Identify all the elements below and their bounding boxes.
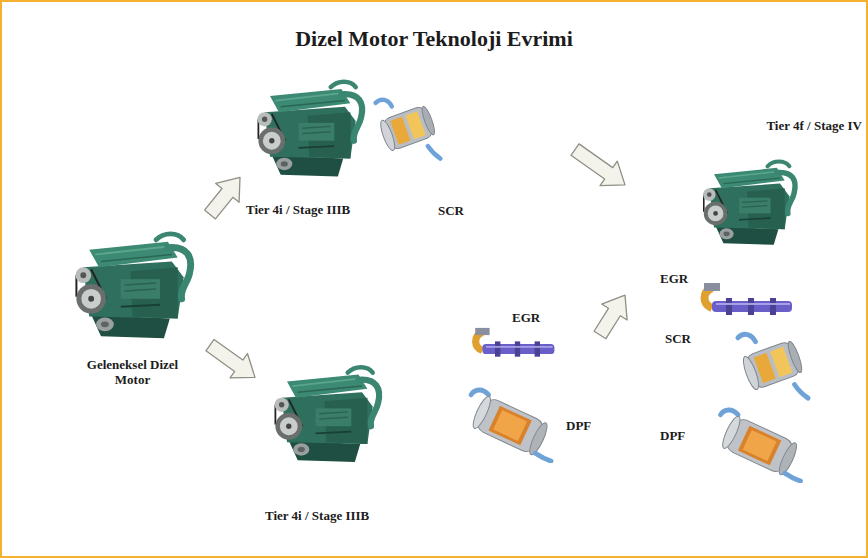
engine-picture: [703, 162, 795, 245]
block-arrow: [594, 295, 627, 339]
engine-picture: [275, 367, 380, 462]
dpf-picture: [470, 390, 551, 461]
diagram-title: Dizel Motor Teknoloji Evrimi: [0, 26, 868, 52]
block-arrow: [571, 144, 625, 186]
stage-group: Geleneksel Dizel Motor: [55, 195, 210, 390]
scr-picture: [738, 334, 808, 398]
part-label: EGR: [512, 310, 540, 326]
stage-caption: Tier 4i / Stage IIIB: [246, 202, 350, 218]
scr-picture: [376, 100, 441, 159]
part-label: DPF: [660, 428, 685, 444]
part-label: EGR: [660, 271, 688, 287]
egr-picture: [475, 328, 554, 357]
stage-group: Tier 4i / Stage IIIB: [240, 68, 575, 222]
stage-caption: Tier 4i / Stage IIIB: [265, 508, 369, 524]
engine-picture: [258, 82, 363, 177]
block-arrow: [205, 177, 240, 219]
egr-picture: [704, 283, 792, 315]
block-arrow: [206, 339, 255, 377]
engine-picture: [75, 234, 190, 338]
stage-group: Tier 4i / Stage IIIB: [255, 318, 600, 530]
part-label: SCR: [665, 331, 691, 347]
dpf-picture: [720, 410, 801, 481]
part-label: SCR: [438, 203, 464, 219]
part-label: DPF: [566, 418, 591, 434]
stage-caption: Geleneksel Dizel Motor: [87, 357, 179, 388]
stage-caption: Tier 4f / Stage IV: [766, 118, 862, 134]
